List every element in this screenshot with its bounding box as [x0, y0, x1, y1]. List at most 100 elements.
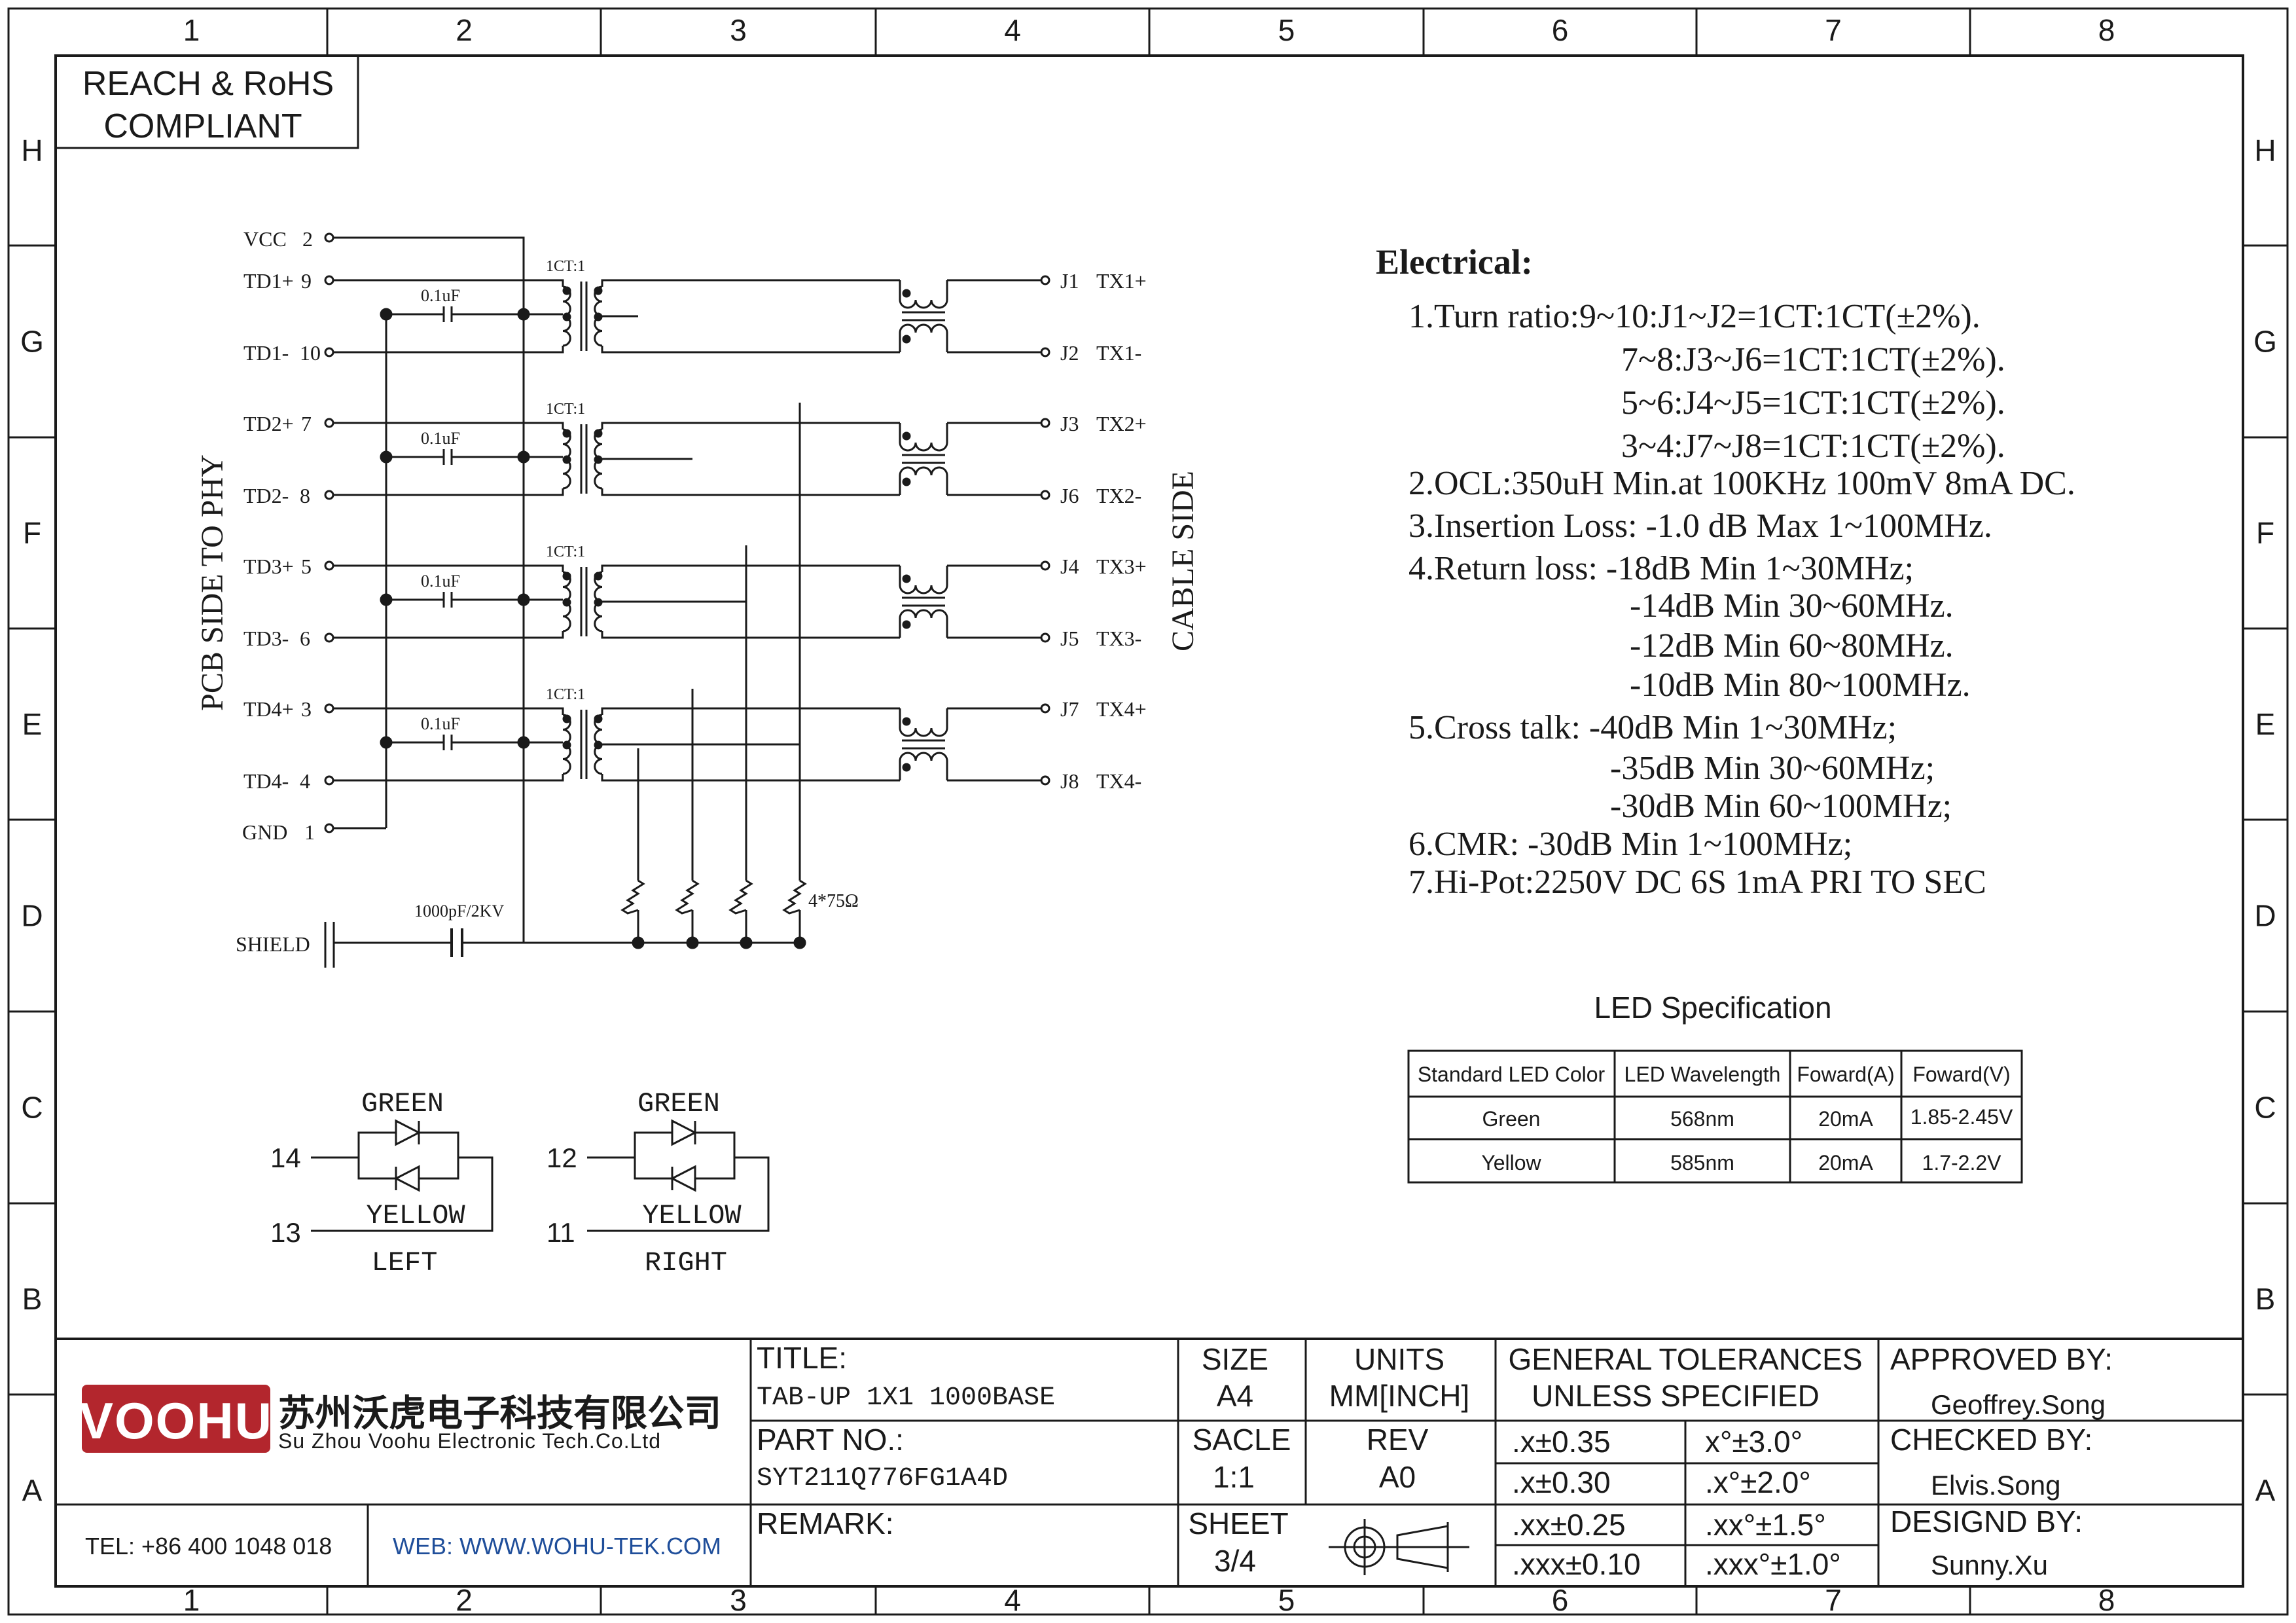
zone-row-label: H	[21, 134, 43, 168]
approved-label: APPROVED BY:	[1890, 1342, 2113, 1376]
zone-row-label: E	[22, 707, 43, 741]
led-right-side-label: RIGHT	[645, 1247, 727, 1279]
pin-number: 3	[301, 697, 312, 721]
pin-terminal	[324, 418, 334, 428]
tolerance-linear: .x±0.35	[1512, 1425, 1611, 1459]
scale-value: 1:1	[1213, 1460, 1255, 1494]
cable-terminal	[1040, 632, 1050, 643]
zone-column-label: 4	[1004, 13, 1021, 47]
shield-label: SHIELD	[236, 932, 310, 956]
capacitor-label: 0.1uF	[421, 429, 460, 448]
pin-terminal	[324, 775, 334, 786]
pin-name: TD1-	[243, 341, 289, 365]
capacitor-label: 0.1uF	[421, 572, 460, 591]
designed-label: DESIGND BY:	[1890, 1504, 2083, 1539]
spec-line: 1.Turn ratio:9~10:J1~J2=1CT:1CT(±2%).	[1408, 298, 1981, 335]
pin-name: TD4+	[243, 697, 294, 721]
remark-label: REMARK:	[757, 1506, 894, 1541]
pin-terminal	[324, 490, 334, 500]
spec-line: 3~4:J7~J8=1CT:1CT(±2%).	[1621, 428, 2005, 465]
checked-value: Elvis.Song	[1931, 1470, 2060, 1501]
led-spec-table: LED Specification Standard LED Color LED…	[1407, 991, 2023, 1184]
pin-name: TD3-	[243, 627, 289, 650]
designed-value: Sunny.Xu	[1931, 1550, 2048, 1580]
spec-line: 3.Insertion Loss: -1.0 dB Max 1~100MHz.	[1408, 507, 1992, 545]
company-logo: VOOHU	[79, 1385, 273, 1453]
led-right-yellow-label: YELLOW	[642, 1200, 742, 1231]
cable-terminal	[1040, 560, 1050, 571]
capacitor-label: 0.1uF	[421, 714, 460, 733]
title-block: VOOHU 苏州沃虎电子科技有限公司 Su Zhou Voohu Electro…	[56, 1338, 2243, 1586]
led-spec-cell: 20mA	[1818, 1107, 1873, 1131]
jack-pin: J2	[1060, 341, 1079, 365]
pin-terminal	[324, 347, 334, 357]
tolerance-angular: x°±3.0°	[1705, 1425, 1803, 1459]
led-right-pin-top: 12	[547, 1142, 577, 1173]
company-tel: TEL: +86 400 1048 018	[85, 1533, 332, 1559]
zone-row-label: C	[21, 1091, 43, 1125]
projection-symbol-icon	[1329, 1519, 1469, 1575]
cable-terminal	[1040, 490, 1050, 500]
pin-name: TD4-	[243, 769, 289, 793]
pin-name: TD2+	[243, 412, 294, 435]
part-label: PART NO.:	[757, 1423, 904, 1457]
zone-column-label: 3	[730, 1583, 747, 1617]
jack-pin: J4	[1060, 555, 1079, 578]
units-label: UNITS	[1354, 1342, 1444, 1376]
zone-row-label: F	[23, 516, 41, 550]
zone-column-label: 8	[2098, 1583, 2115, 1617]
tolerance-angular: .xxx°±1.0°	[1705, 1547, 1841, 1581]
spec-line: 7~8:J3~J6=1CT:1CT(±2%).	[1621, 341, 2005, 378]
spec-line: 7.Hi-Pot:2250V DC 6S 1mA PRI TO SEC	[1408, 864, 1986, 901]
zone-row-label: G	[2253, 325, 2277, 359]
zone-row-label: A	[2255, 1474, 2276, 1508]
spec-line: 6.CMR: -30dB Min 1~100MHz;	[1408, 826, 1852, 863]
led-spec-cell: 568nm	[1670, 1107, 1734, 1131]
zone-column-label: 3	[730, 13, 747, 47]
compliance-line1: REACH & RoHS	[82, 65, 334, 103]
pin-name: TD3+	[243, 555, 294, 578]
spec-line: -12dB Min 60~80MHz.	[1630, 627, 1954, 665]
transformer-ratio: 1CT:1	[546, 543, 585, 560]
zone-row-label: D	[2254, 899, 2276, 933]
checked-label: CHECKED BY:	[1890, 1423, 2092, 1457]
transformer-ratio: 1CT:1	[546, 258, 585, 275]
units-value: MM[INCH]	[1329, 1379, 1470, 1413]
led-right-yellow-diode	[670, 1165, 696, 1192]
title-value: TAB-UP 1X1 1000BASE	[757, 1383, 1055, 1413]
led-left-pin-bottom: 13	[270, 1217, 301, 1248]
tolerances-heading: GENERAL TOLERANCES	[1508, 1342, 1862, 1376]
cable-signal: TX4+	[1096, 697, 1147, 721]
transformer-schematic: PCB SIDE TO PHY CABLE SIDE VCC 2 GND 1 T…	[195, 227, 1200, 968]
cable-terminal	[1040, 775, 1050, 786]
zone-row-label: C	[2254, 1091, 2276, 1125]
led-spec-header: Foward(V)	[1912, 1063, 2010, 1086]
sheet-label: SHEET	[1188, 1506, 1288, 1541]
company-name-en: Su Zhou Voohu Electronic Tech.Co.Ltd	[278, 1429, 661, 1453]
spec-line: 4.Return loss: -18dB Min 1~30MHz;	[1408, 550, 1914, 587]
zone-column-label: 2	[456, 1583, 473, 1617]
led-spec-cell: 1.7-2.2V	[1922, 1151, 2002, 1175]
pin-number: 6	[300, 627, 310, 650]
zone-column-label: 4	[1004, 1583, 1021, 1617]
logo-text: VOOHU	[79, 1392, 273, 1450]
zone-column-label: 2	[456, 13, 473, 47]
led-spec-cell: 1.85-2.45V	[1910, 1105, 2013, 1129]
scale-label: SACLE	[1193, 1423, 1291, 1457]
spec-line: 2.OCL:350uH Min.at 100KHz 100mV 8mA DC.	[1408, 465, 2075, 502]
part-value: SYT211Q776FG1A4D	[757, 1464, 1008, 1493]
company-web: WEB: WWW.WOHU-TEK.COM	[393, 1533, 721, 1559]
pin-number: 7	[301, 412, 312, 435]
zone-column-label: 6	[1552, 13, 1569, 47]
electrical-title: Electrical:	[1376, 242, 1533, 282]
rev-label: REV	[1367, 1423, 1429, 1457]
zone-column-label: 5	[1278, 1583, 1295, 1617]
pin-name: TD1+	[243, 269, 294, 293]
led-left-green-label: GREEN	[361, 1088, 444, 1120]
led-spec-cell: Yellow	[1481, 1151, 1541, 1175]
led-right-block: GREEN YELLOW RIGHT 12 11	[547, 1088, 770, 1279]
compliance-box: REACH & RoHS COMPLIANT	[56, 56, 359, 149]
spec-line: -30dB Min 60~100MHz;	[1610, 788, 1952, 825]
